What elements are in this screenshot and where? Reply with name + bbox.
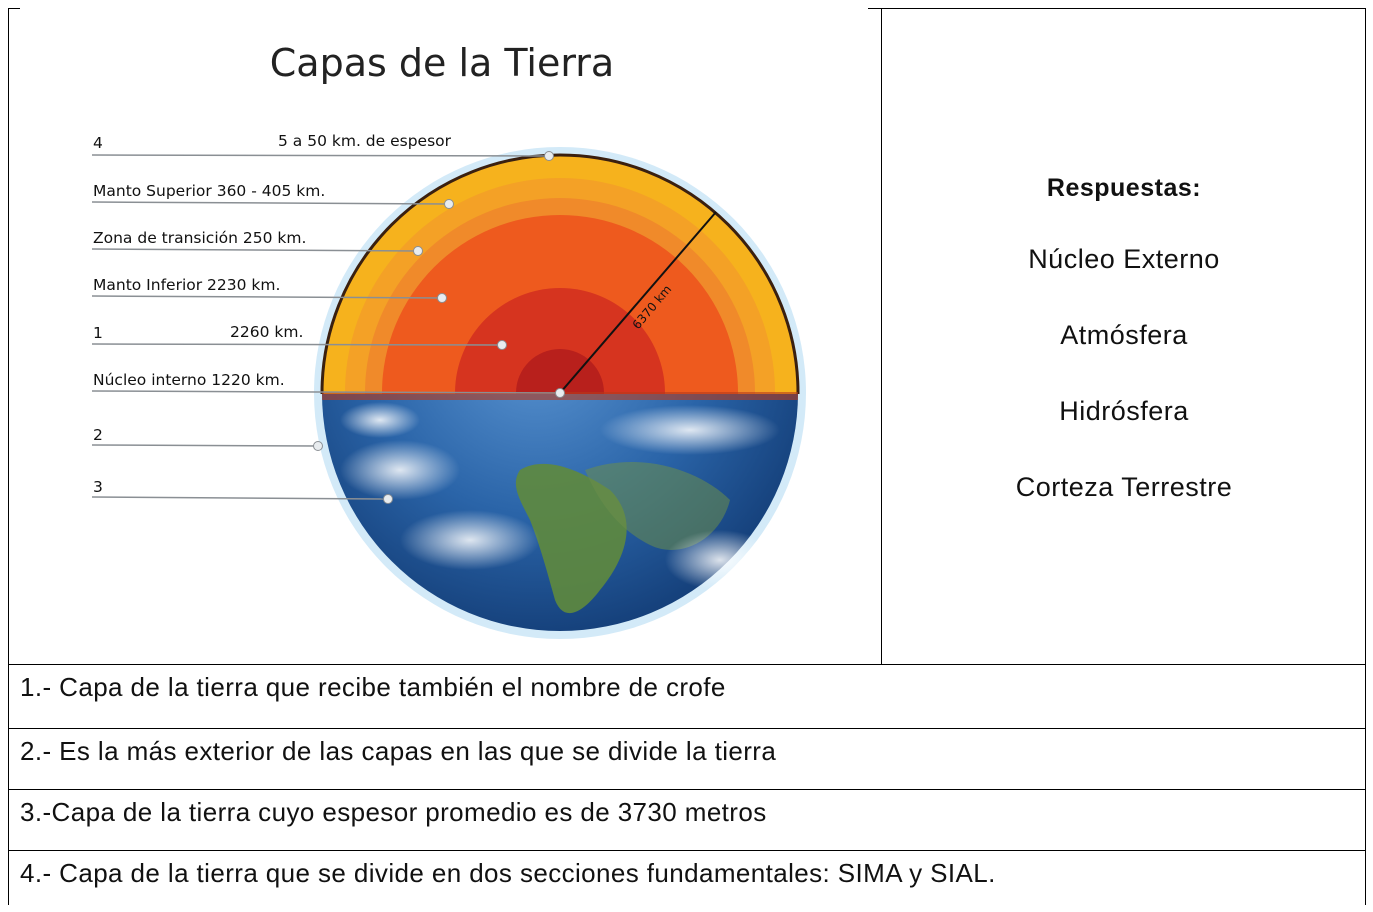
label-upper-mantle: Manto Superior 360 - 405 km.: [93, 182, 325, 200]
frame-top-right: [868, 8, 1366, 9]
row-line-1: [8, 664, 1366, 665]
answers-heading: Respuestas:: [1046, 174, 1202, 202]
question-row-4: 4.- Capa de la tierra que se divide en d…: [8, 851, 1366, 912]
outer-core-layer: [455, 288, 665, 394]
answer-item: Atmósfera: [1060, 320, 1188, 350]
question-row-2: 2.- Es la más exterior de las capas en l…: [8, 729, 1366, 790]
inner-core-layer: [516, 349, 604, 394]
row-line-2: [8, 728, 1366, 729]
answer-item: Núcleo Externo: [1028, 244, 1220, 274]
label-inner-core: Núcleo interno 1220 km.: [93, 371, 285, 389]
earth-layers-diagram: Capas de la Tierra 6370 km: [0, 0, 881, 665]
label-crust-thickness: 5 a 50 km. de espesor: [278, 132, 452, 150]
answer-item: Corteza Terrestre: [1015, 472, 1233, 502]
question-row-1: 1.- Capa de la tierra que recibe también…: [8, 665, 1366, 726]
label-outer-core-thickness: 2260 km.: [230, 323, 303, 341]
answers-panel: Respuestas: Núcleo Externo Atmósfera Hid…: [882, 8, 1366, 665]
row-line-4: [8, 850, 1366, 851]
label-transition-zone: Zona de transición 250 km.: [93, 229, 306, 247]
answer-item: Hidrósfera: [1059, 396, 1189, 426]
frame-right: [1365, 8, 1366, 905]
diagram-title: Capas de la Tierra: [270, 41, 614, 85]
question-row-3: 3.-Capa de la tierra cuyo espesor promed…: [8, 790, 1366, 851]
label-3-number: 3: [93, 478, 103, 496]
earth-surface: [322, 393, 798, 631]
question-text: 1.- Capa de la tierra que recibe también…: [20, 672, 726, 702]
frame-top-left: [8, 8, 20, 9]
frame-left: [8, 8, 9, 905]
question-text: 4.- Capa de la tierra que se divide en d…: [20, 858, 996, 888]
row-line-3: [8, 789, 1366, 790]
question-text: 2.- Es la más exterior de las capas en l…: [20, 736, 777, 766]
label-4-number: 4: [93, 134, 103, 152]
leader-lines: [91, 154, 561, 500]
leader-dots: [313, 151, 565, 504]
question-text: 3.-Capa de la tierra cuyo espesor promed…: [20, 797, 767, 827]
label-1-number: 1: [93, 324, 103, 342]
label-2-number: 2: [93, 426, 103, 444]
frame-divider: [881, 8, 882, 665]
label-lower-mantle: Manto Inferior 2230 km.: [93, 276, 280, 294]
radius-line: [559, 211, 717, 394]
